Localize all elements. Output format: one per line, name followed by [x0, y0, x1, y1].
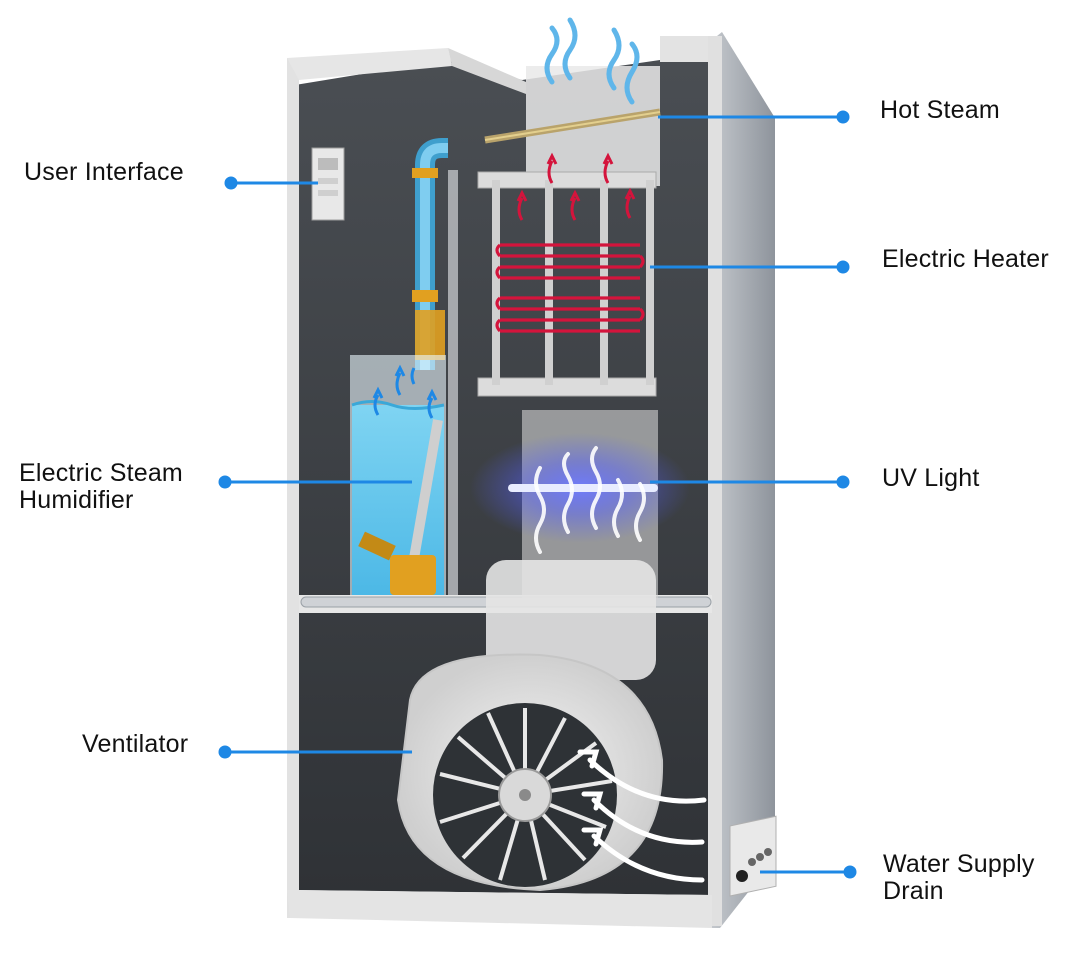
inner-panel [448, 170, 458, 595]
label-electric-steam-humidifier: Electric Steam Humidifier [19, 460, 183, 514]
frame-bottom [287, 890, 712, 928]
label-hot-steam: Hot Steam [880, 97, 1000, 124]
water-supply-connectors [730, 816, 776, 896]
label-water-supply-drain: Water Supply Drain [883, 851, 1035, 905]
label-uv-light: UV Light [882, 465, 980, 492]
humidifier-tank [350, 355, 446, 595]
frame-left-post [287, 58, 299, 918]
label-ventilator: Ventilator [82, 731, 188, 758]
label-user-interface: User Interface [24, 159, 184, 186]
label-electric-heater: Electric Heater [882, 246, 1049, 273]
